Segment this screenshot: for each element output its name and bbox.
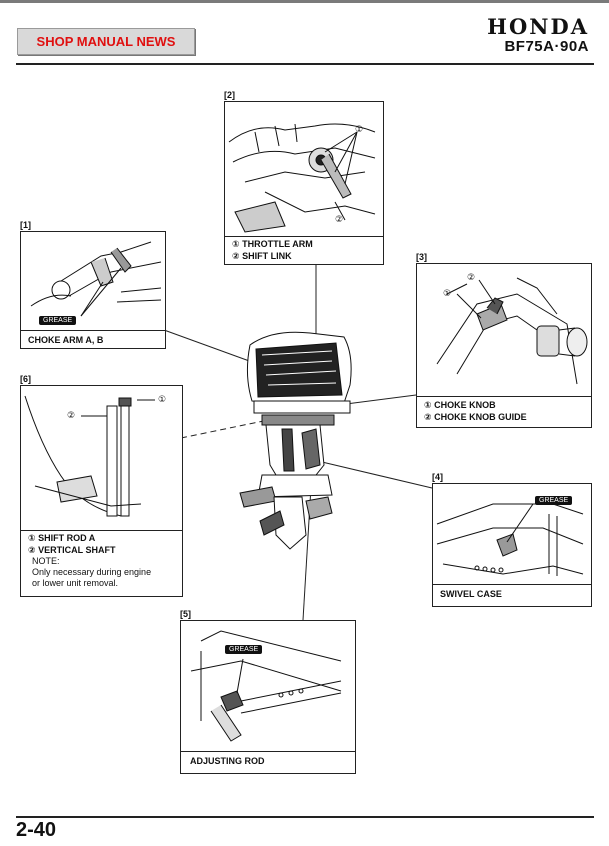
shift-rod-label-1: ① SHIFT ROD A	[28, 533, 96, 543]
shop-manual-banner[interactable]: SHOP MANUAL NEWS	[17, 28, 195, 55]
footer-rule	[16, 816, 594, 818]
callout-2: ②	[67, 410, 76, 420]
top-border	[0, 0, 609, 3]
choke-knob-label-1: ① CHOKE KNOB	[424, 400, 496, 410]
caption-divider	[21, 330, 165, 331]
page-number: 2-40	[16, 819, 57, 841]
throttle-figure: ① ② ① THROTTLE ARM ② SHIFT LINK	[224, 101, 384, 265]
grease-label: GREASE	[39, 316, 77, 325]
grease-label: GREASE	[225, 645, 263, 654]
callout-2: ②	[335, 214, 344, 224]
figure-tag: [4]	[432, 472, 443, 482]
note-line-1: Only necessary during engine	[32, 567, 152, 577]
model-name: BF75A·90A	[504, 38, 589, 55]
swivel-case-illustration	[436, 503, 584, 576]
choke-knob-label-2: ② CHOKE KNOB GUIDE	[424, 412, 527, 422]
shift-rod-figure: ① ② ① SHIFT ROD A ② VERTICAL SHAFT NOTE:…	[20, 385, 183, 597]
throttle-label-1: ① THROTTLE ARM	[232, 239, 313, 249]
figure-tag: [6]	[20, 374, 31, 384]
throttle-illustration	[228, 123, 376, 233]
choke-arm-illustration	[30, 241, 162, 317]
figure-tag: [2]	[224, 90, 235, 100]
caption-divider	[225, 236, 383, 237]
header-rule	[16, 63, 594, 65]
outboard-motor-illustration	[239, 331, 352, 550]
callout-2: ②	[467, 272, 476, 282]
note-label: NOTE:	[32, 556, 60, 566]
swivel-case-caption: SWIVEL CASE	[440, 589, 502, 599]
shift-rod-label-2: ② VERTICAL SHAFT	[28, 545, 116, 555]
callout-1: ①	[158, 394, 167, 404]
figure-tag: [1]	[20, 220, 31, 230]
shift-rod-illustration	[24, 395, 155, 517]
caption-divider	[181, 751, 355, 752]
adjusting-rod-figure: GREASE ADJUSTING ROD	[180, 620, 356, 774]
brand-name: HONDA	[487, 14, 589, 39]
caption-divider	[21, 530, 182, 531]
throttle-label-2: ② SHIFT LINK	[232, 251, 292, 261]
note-line-2: or lower unit removal.	[32, 578, 119, 588]
caption-divider	[433, 584, 591, 585]
choke-arm-figure: GREASE CHOKE ARM A, B	[20, 231, 166, 349]
choke-knob-figure: ① ② ① CHOKE KNOB ② CHOKE KNOB GUIDE	[416, 263, 592, 428]
brand-block: HONDA BF75A·90A	[487, 16, 589, 56]
swivel-case-figure: GREASE SWIVEL CASE	[432, 483, 592, 607]
adjusting-rod-illustration	[190, 630, 342, 742]
caption-divider	[417, 396, 591, 397]
callout-1: ①	[443, 288, 452, 298]
callout-1: ①	[355, 124, 364, 134]
choke-knob-illustration	[436, 277, 588, 385]
figure-tag: [3]	[416, 252, 427, 262]
choke-arm-caption: CHOKE ARM A, B	[28, 335, 104, 345]
figure-tag: [5]	[180, 609, 191, 619]
grease-label: GREASE	[535, 496, 573, 505]
adjusting-rod-caption: ADJUSTING ROD	[190, 756, 265, 766]
